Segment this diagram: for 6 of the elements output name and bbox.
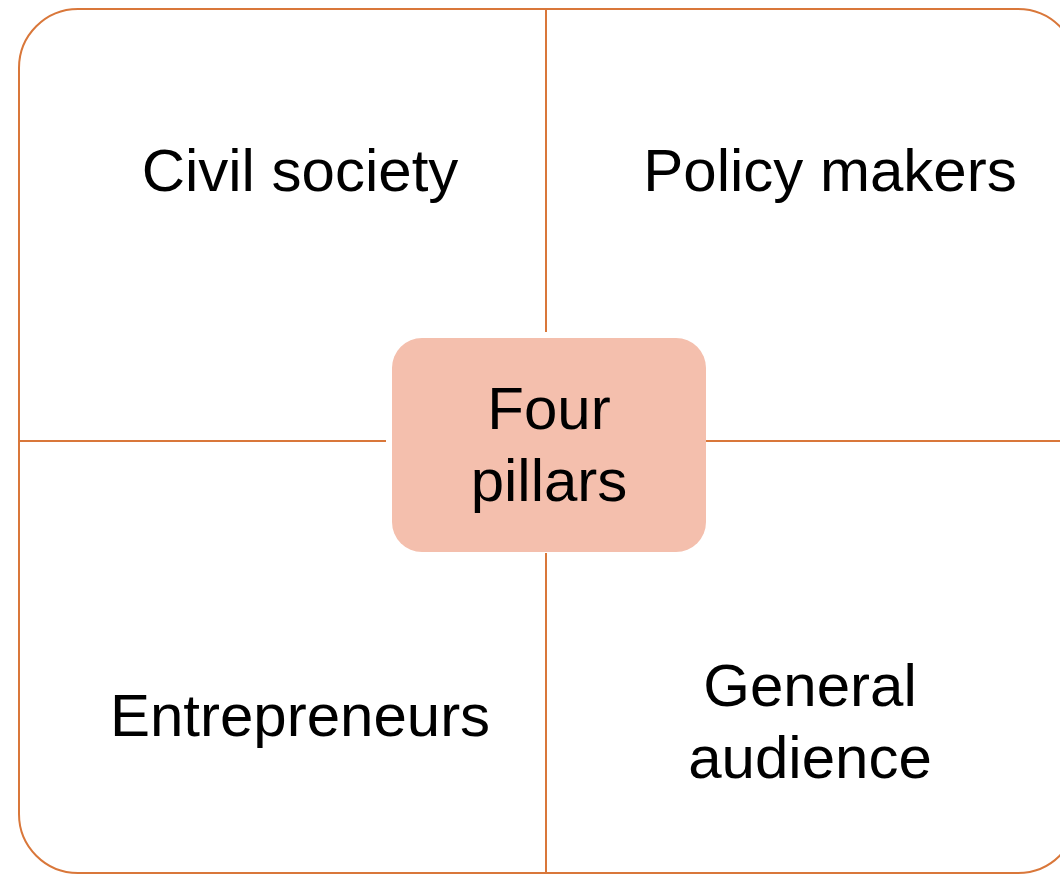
center-box: Four pillars [392, 338, 706, 552]
quadrant-label: General audience [640, 650, 980, 794]
quadrant-label: Civil society [50, 135, 550, 207]
quadrant-label: Policy makers [580, 135, 1060, 207]
quadrant-label: Entrepreneurs [50, 680, 550, 752]
rounded-frame [18, 8, 1060, 874]
